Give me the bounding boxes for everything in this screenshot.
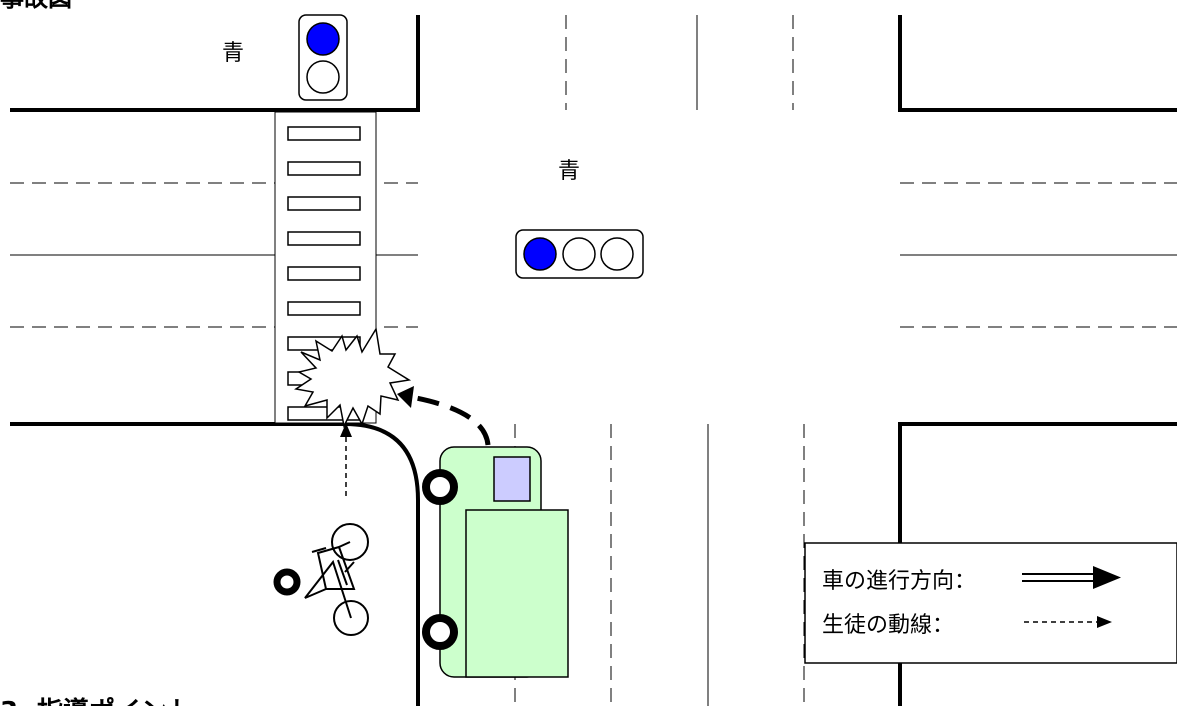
truck-wheel-rear xyxy=(422,614,458,650)
curb-top-right xyxy=(898,15,1177,112)
vehicle-signal-label: 青 xyxy=(558,159,580,184)
diagram-title: 事故図 xyxy=(0,0,72,12)
pedestrian-signal-label: 青 xyxy=(222,41,244,66)
collision-burst-icon xyxy=(294,326,412,429)
truck-turn-path xyxy=(415,395,491,446)
legend-student-path-label: 生徒の動線： xyxy=(822,613,954,638)
pedestrian-signal-lamp-on xyxy=(306,22,340,56)
vehicle-signal-lamp-red xyxy=(600,237,634,271)
curb-top-left xyxy=(10,15,420,112)
legend-dashed-arrow-icon xyxy=(1024,616,1112,628)
curb-bottom-left xyxy=(10,422,420,706)
section-heading: 3. 指導ポイント xyxy=(0,696,193,706)
legend: 車の進行方向： 生徒の動線： xyxy=(804,542,1177,664)
vehicle-signal-lamp-blue xyxy=(523,237,557,271)
vehicle-signal: 青 xyxy=(515,159,644,279)
legend-car-direction-label: 車の進行方向： xyxy=(822,569,976,594)
bicycle-path-arrowhead xyxy=(340,423,352,437)
pedestrian-signal: 青 xyxy=(222,14,348,101)
truck-cargo xyxy=(465,509,569,678)
truck-window xyxy=(493,456,531,502)
legend-box xyxy=(804,542,1177,664)
truck-turn-arrowhead xyxy=(397,386,414,408)
truck xyxy=(422,446,569,678)
horizontal-lane-lines xyxy=(10,182,1177,328)
bicycle-icon xyxy=(273,523,369,636)
truck-wheel-front xyxy=(422,469,458,505)
vehicle-signal-lamp-yellow xyxy=(562,237,596,271)
legend-double-arrow-icon xyxy=(1022,566,1121,589)
pedestrian-signal-lamp-off xyxy=(306,60,340,94)
